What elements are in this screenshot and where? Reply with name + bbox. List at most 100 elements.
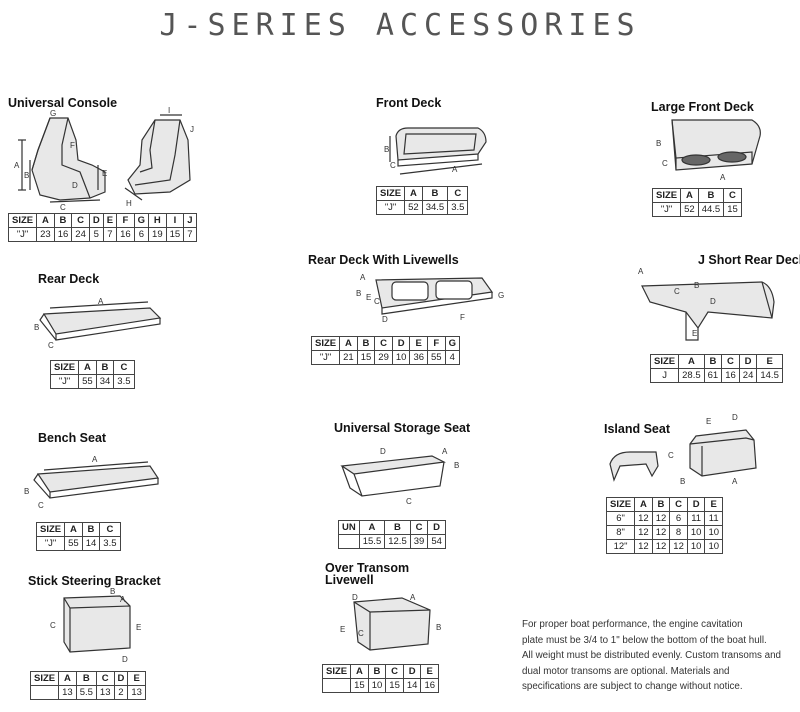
table-cell: 16 <box>721 368 740 383</box>
note-line: plate must be 3/4 to 1" below the bottom… <box>522 634 767 646</box>
dimension-label: C <box>390 161 396 170</box>
table-cell: 34 <box>95 374 115 389</box>
table-cell <box>338 534 360 549</box>
universal-storage-seat-drawing: D A B C <box>340 447 459 506</box>
table-cell: SIZE <box>649 354 680 369</box>
table-cell: 44.5 <box>697 202 725 217</box>
table-cell: F <box>116 213 135 228</box>
table-cell: A <box>78 360 97 375</box>
dimension-label: J <box>190 125 194 134</box>
dimension-label: B <box>24 171 29 180</box>
table-cell: 6 <box>133 227 150 242</box>
table-cell: 5 <box>88 227 104 242</box>
table-cell: 16 <box>420 678 440 693</box>
table-cell: C <box>669 497 688 512</box>
dimension-label: B <box>356 289 361 298</box>
dimension-label: D <box>352 593 358 602</box>
table-cell: 4 <box>444 350 460 365</box>
table-cell: 10 <box>704 525 724 540</box>
table-cell: B <box>81 522 101 537</box>
dimension-label: B <box>694 281 699 290</box>
dimension-label: E <box>366 293 371 302</box>
table-cell: 13 <box>95 685 115 700</box>
table-cell: 12.5 <box>384 534 411 549</box>
j-short-rear-deck-drawing: A C B D E <box>638 267 775 341</box>
table-cell: C <box>71 213 90 228</box>
dimension-label: A <box>452 165 458 174</box>
table-cell: 7 <box>183 227 197 242</box>
table-cell: 24 <box>71 227 90 242</box>
j-short-rear-deck-title: J Short Rear Deck <box>698 253 800 267</box>
dimension-label: C <box>38 501 44 510</box>
table-cell: 36 <box>409 350 429 365</box>
table-cell: E <box>102 213 118 228</box>
table-cell: J <box>649 368 680 383</box>
table-cell: 6" <box>605 511 636 526</box>
table-cell: E <box>420 664 440 679</box>
table-cell: B <box>367 664 387 679</box>
dimension-label: C <box>674 287 680 296</box>
dimension-label: C <box>50 621 56 630</box>
dimension-label: C <box>662 159 668 168</box>
table-cell: 52 <box>680 202 699 217</box>
dimension-label: B <box>436 623 441 632</box>
table-cell: E <box>704 497 724 512</box>
table-cell: 16 <box>53 227 73 242</box>
large-front-deck-title: Large Front Deck <box>651 100 754 114</box>
table-cell: C <box>113 360 135 375</box>
dimension-label: A <box>120 595 126 604</box>
table-cell: B <box>75 671 97 686</box>
island-seat-drawing: E D C B A <box>609 413 757 486</box>
table-cell: 15 <box>356 350 376 365</box>
dimension-label: D <box>382 315 388 324</box>
note-line: specifications are subject to change wit… <box>522 681 743 693</box>
dimension-label: C <box>358 629 364 638</box>
dimension-label: A <box>732 477 738 486</box>
table-cell: 10 <box>391 350 411 365</box>
table-cell: 6 <box>669 511 688 526</box>
table-cell: E <box>127 671 146 686</box>
dimension-label: F <box>70 141 75 150</box>
dimension-label: H <box>126 199 132 208</box>
dimension-label: C <box>668 451 674 460</box>
table-cell: 10 <box>686 525 706 540</box>
table-cell: B <box>95 360 115 375</box>
table-cell: 15 <box>165 227 185 242</box>
dimension-label: A <box>92 455 98 464</box>
table-cell: H <box>148 213 167 228</box>
dimension-label: D <box>732 413 738 422</box>
table-cell: C <box>385 664 404 679</box>
table-cell: 7 <box>102 227 118 242</box>
table-cell: C <box>721 354 740 369</box>
table-cell: E <box>409 336 429 351</box>
table-cell: D <box>88 213 104 228</box>
table-cell: 15 <box>350 678 369 693</box>
table-cell: 8" <box>605 525 636 540</box>
table-cell: 14 <box>81 536 101 551</box>
over-transom-livewell-title: Over Transom Livewell <box>325 562 409 587</box>
table-cell: I <box>165 213 185 228</box>
dimension-label: C <box>60 203 66 212</box>
table-cell: 12" <box>605 539 636 554</box>
dimension-label: D <box>72 181 78 190</box>
dimension-label: B <box>34 323 39 332</box>
island-seat-title: Island Seat <box>604 422 670 436</box>
table-cell: 5.5 <box>75 685 97 700</box>
table-cell: C <box>374 336 393 351</box>
table-cell <box>321 678 352 693</box>
table-cell: J <box>183 213 197 228</box>
dimension-label: G <box>498 291 504 300</box>
table-cell: F <box>427 336 446 351</box>
table-cell: B <box>651 497 671 512</box>
table-cell: 3.5 <box>99 536 121 551</box>
